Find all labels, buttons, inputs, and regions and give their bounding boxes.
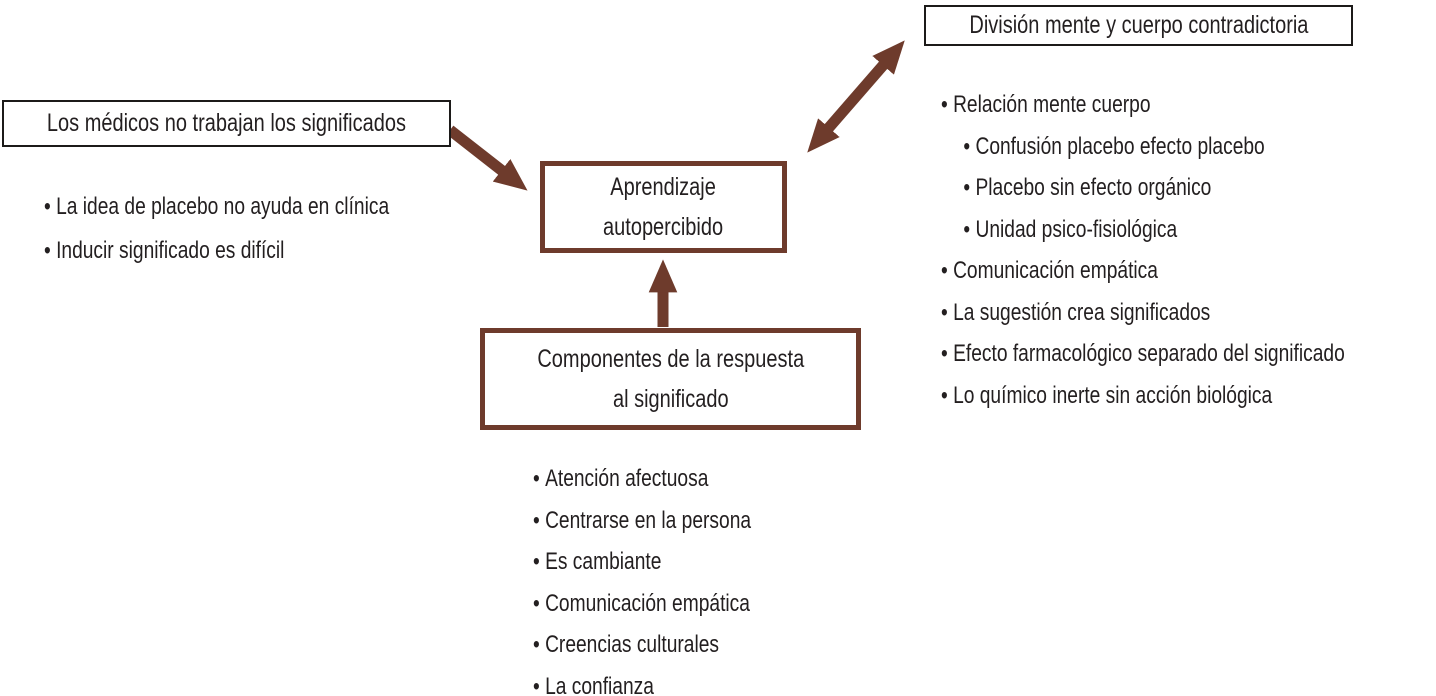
list-item: La idea de placebo no ayuda en clínica — [44, 185, 389, 229]
list-item: Lo químico inerte sin acción biológica — [941, 375, 1345, 417]
list-item: Centrarse en la persona — [533, 500, 751, 542]
box-division-mente-cuerpo: División mente y cuerpo contradictoria — [924, 5, 1353, 46]
box-aprendizaje-line1: Aprendizaje — [610, 173, 717, 201]
list-item: La confianza — [533, 666, 751, 696]
box-aprendizaje-line2: autopercibido — [603, 213, 724, 241]
box-componentes-line2: al significado — [612, 385, 729, 413]
box-componentes-label: Componentes de la respuesta al significa… — [537, 339, 804, 419]
list-item: Comunicación empática — [941, 250, 1345, 292]
list-item: Efecto farmacológico separado del signif… — [941, 333, 1345, 375]
arrow-medicos-to-aprendizaje-icon — [446, 125, 528, 191]
list-item: Inducir significado es difícil — [44, 229, 389, 273]
box-componentes-respuesta: Componentes de la respuesta al significa… — [480, 328, 861, 430]
list-item: Confusión placebo efecto placebo — [941, 126, 1345, 168]
box-medicos-label: Los médicos no trabajan los significados — [46, 109, 407, 137]
list-item: Unidad psico-fisiológica — [941, 209, 1345, 251]
list-item: Atención afectuosa — [533, 458, 751, 500]
bottom-bullet-list: Atención afectuosa Centrarse en la perso… — [533, 458, 806, 696]
box-medicos-no-trabajan: Los médicos no trabajan los significados — [2, 100, 451, 147]
list-item: Relación mente cuerpo — [941, 84, 1345, 126]
box-aprendizaje-autopercibido: Aprendizaje autopercibido — [540, 161, 787, 253]
list-item: Creencias culturales — [533, 624, 751, 666]
list-item: Comunicación empática — [533, 583, 751, 625]
box-aprendizaje-label: Aprendizaje autopercibido — [603, 167, 723, 247]
box-componentes-line1: Componentes de la respuesta — [537, 345, 804, 373]
right-bullet-list: Relación mente cuerpo Confusión placebo … — [941, 84, 1436, 416]
box-division-label: División mente y cuerpo contradictoria — [968, 11, 1309, 39]
list-item: Placebo sin efecto orgánico — [941, 167, 1345, 209]
arrow-aprendizaje-division-bidirectional-icon — [807, 40, 905, 153]
list-item: La sugestión crea significados — [941, 292, 1345, 334]
list-item: Es cambiante — [533, 541, 751, 583]
left-bullet-list: La idea de placebo no ayuda en clínica I… — [44, 185, 475, 273]
